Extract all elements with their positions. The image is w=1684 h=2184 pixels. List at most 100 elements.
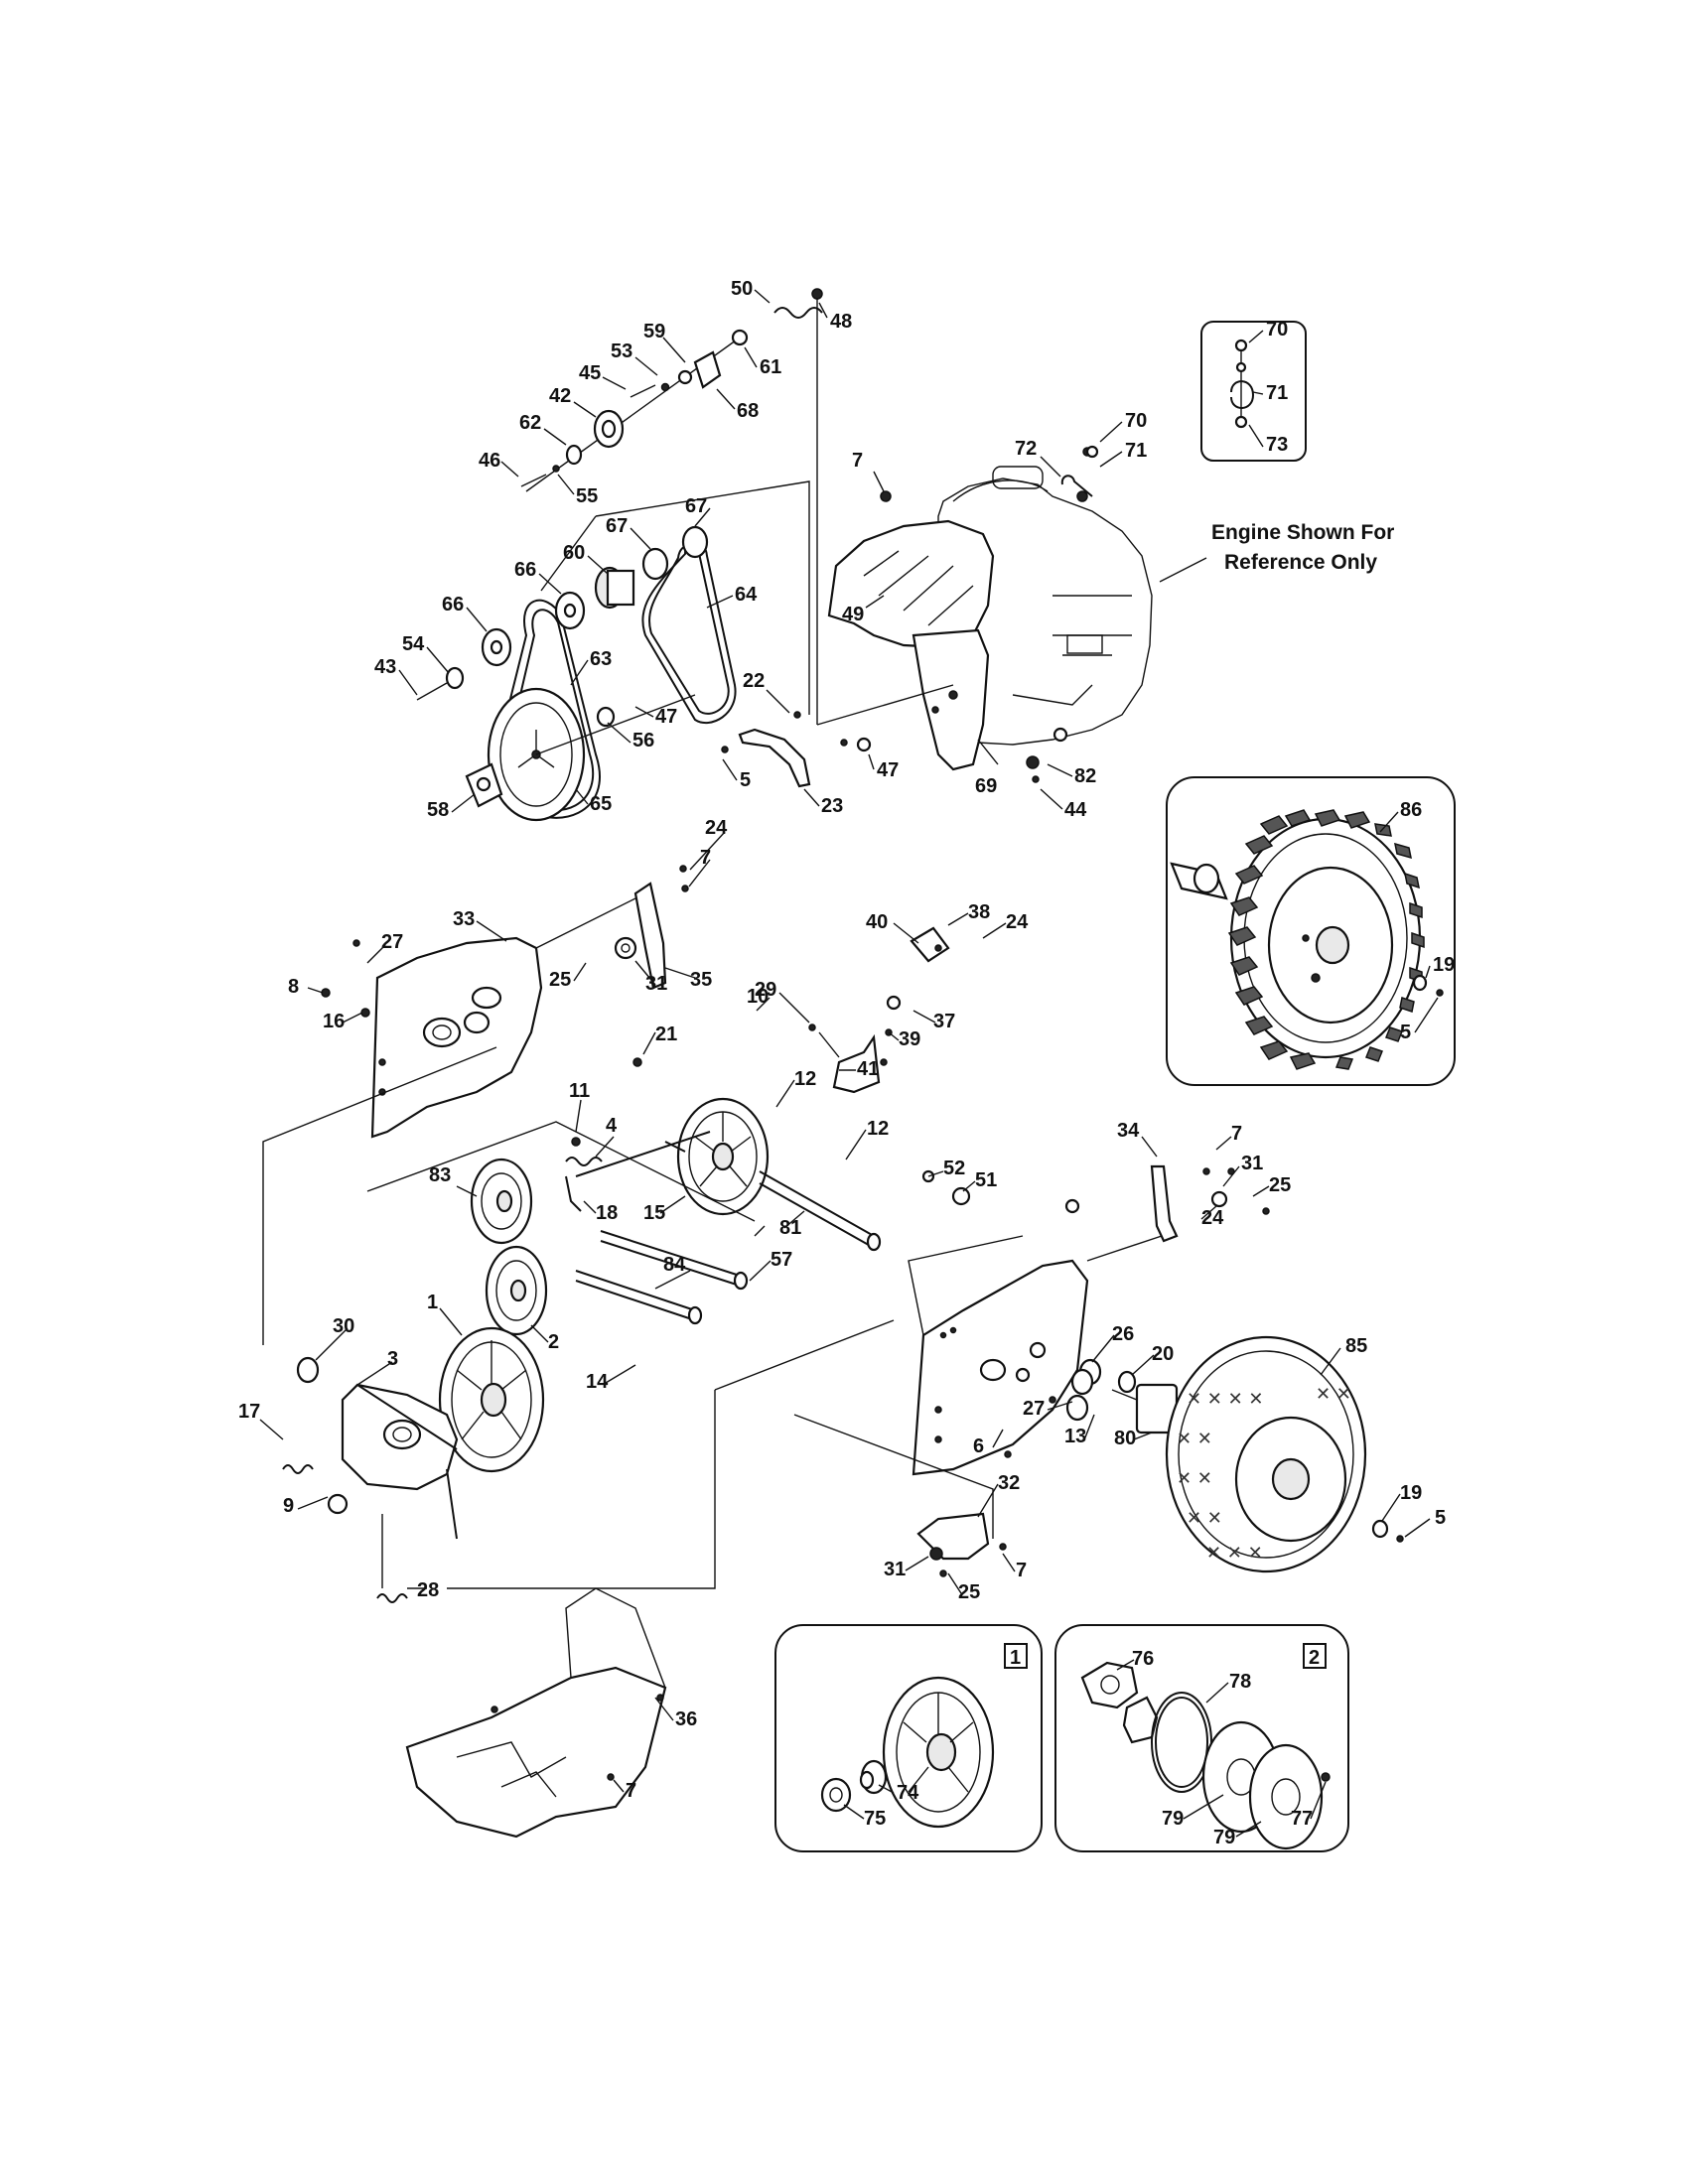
part-label-39: 39 [899, 1028, 920, 1050]
frame-guide-line [535, 897, 636, 949]
part-label-51: 51 [975, 1169, 997, 1191]
engine-outline [937, 466, 1153, 746]
part-label-75: 75 [864, 1808, 886, 1830]
part-label-77: 77 [1291, 1808, 1313, 1830]
part-label-59: 59 [643, 321, 665, 342]
part-label-40: 40 [866, 911, 888, 933]
part-label-66b: 66 [442, 594, 464, 615]
part-label-50: 50 [731, 278, 753, 300]
part-label-44: 44 [1064, 799, 1087, 821]
part-label-73: 73 [1266, 434, 1288, 456]
part-label-66a: 66 [514, 559, 536, 581]
part-label-11: 11 [569, 1080, 590, 1102]
belt-cover [827, 519, 995, 649]
part-label-64: 64 [735, 584, 758, 606]
part-label-83: 83 [429, 1164, 451, 1186]
engine-note-leader [1159, 557, 1207, 583]
svg-text:✕ ✕: ✕ ✕ [1177, 1468, 1212, 1489]
part-label-8: 8 [288, 976, 299, 998]
part-label-84: 84 [663, 1254, 686, 1276]
part-number-labels: 50 48 59 53 45 61 42 68 62 46 55 67 67 6… [238, 278, 1455, 1848]
part-label-70b: 70 [1266, 319, 1288, 341]
part-label-25c: 25 [958, 1581, 980, 1603]
inset-pin-detail [1200, 321, 1307, 462]
part-label-65: 65 [590, 793, 612, 815]
part-label-7e: 7 [626, 1780, 636, 1802]
part-label-3: 3 [387, 1348, 398, 1370]
part-label-52: 52 [943, 1158, 965, 1179]
part-label-74: 74 [897, 1782, 919, 1804]
part-label-5b: 5 [1400, 1022, 1411, 1043]
part-label-54: 54 [402, 633, 425, 655]
part-label-19b: 19 [1400, 1482, 1422, 1504]
part-label-20: 20 [1152, 1343, 1174, 1365]
part-label-27a: 27 [381, 931, 403, 953]
part-label-48: 48 [830, 311, 852, 333]
part-label-7d: 7 [1016, 1560, 1027, 1581]
svg-text:✕ ✕ ✕ ✕: ✕ ✕ ✕ ✕ [1187, 1389, 1264, 1410]
friction-wheel [485, 1245, 548, 1336]
part-label-49: 49 [842, 604, 864, 625]
part-label-56: 56 [632, 730, 654, 751]
inset-snow-tire [1166, 776, 1456, 1086]
bottom-cover [405, 1587, 667, 1839]
part-label-9: 9 [283, 1495, 294, 1517]
frame-bracket [614, 882, 667, 990]
shift-bracket [818, 926, 950, 1094]
inset-drive-plate-detail: 1 [774, 1624, 1043, 1852]
part-label-25a: 25 [549, 969, 571, 991]
part-label-35: 35 [690, 969, 712, 991]
part-label-24c: 24 [1201, 1207, 1224, 1229]
engine-bracket [912, 628, 990, 771]
part-label-47b: 47 [877, 759, 899, 781]
belt-guide-lines [540, 480, 810, 715]
part-label-38: 38 [968, 901, 990, 923]
part-label-33: 33 [453, 908, 475, 930]
shafts [575, 1131, 882, 1325]
part-label-53: 53 [611, 341, 632, 362]
snow-tire-lugs [1227, 809, 1425, 1070]
inset1-badge-number: 1 [1010, 1647, 1021, 1669]
part-label-22: 22 [743, 670, 765, 692]
part-label-13: 13 [1064, 1426, 1086, 1447]
idler-arm-assembly [520, 288, 954, 726]
engine-pulley-stack [416, 525, 709, 701]
part-label-24a: 24 [705, 817, 728, 839]
part-label-6: 6 [973, 1435, 984, 1457]
part-label-72: 72 [1015, 438, 1037, 460]
part-label-29: 29 [755, 979, 776, 1001]
part-label-71b: 71 [1266, 382, 1288, 404]
part-label-30: 30 [333, 1315, 354, 1337]
part-label-68: 68 [737, 400, 759, 422]
part-label-18: 18 [596, 1202, 618, 1224]
part-label-79b: 79 [1213, 1827, 1235, 1848]
part-label-57: 57 [771, 1249, 792, 1271]
left-frame-plate [370, 936, 543, 1139]
part-label-5a: 5 [740, 769, 751, 791]
part-label-21: 21 [655, 1024, 677, 1045]
part-label-31a: 31 [645, 973, 667, 995]
engine-note-line2: Reference Only [1224, 551, 1377, 574]
part-label-55: 55 [576, 485, 598, 507]
tire-tread-pattern: ✕ ✕ ✕ ✕ ✕ ✕ ✕ ✕ ✕ ✕ ✕ ✕ ✕ ✕ ✕ [1177, 1384, 1351, 1564]
part-label-10: 10 [747, 986, 769, 1008]
part-label-78: 78 [1229, 1671, 1251, 1693]
part-label-63: 63 [590, 648, 612, 670]
part-label-46: 46 [479, 450, 500, 472]
part-label-12a: 12 [794, 1068, 816, 1090]
part-label-17: 17 [238, 1401, 260, 1423]
part-label-86: 86 [1400, 799, 1422, 821]
part-label-7b: 7 [700, 847, 711, 869]
drive-plate [438, 1326, 545, 1473]
lower-bracket [916, 1512, 1007, 1561]
part-label-45: 45 [579, 362, 601, 384]
part-label-2: 2 [548, 1331, 559, 1353]
right-frame-plate [908, 1235, 1089, 1476]
hardware-dots [321, 447, 1270, 1781]
part-label-37: 37 [933, 1011, 955, 1032]
part-label-43: 43 [374, 656, 396, 678]
part-label-67a: 67 [685, 495, 707, 517]
svg-text:✕ ✕: ✕ ✕ [1316, 1384, 1351, 1405]
engine-note-line1: Engine Shown For [1211, 521, 1394, 544]
part-label-60: 60 [563, 542, 585, 564]
